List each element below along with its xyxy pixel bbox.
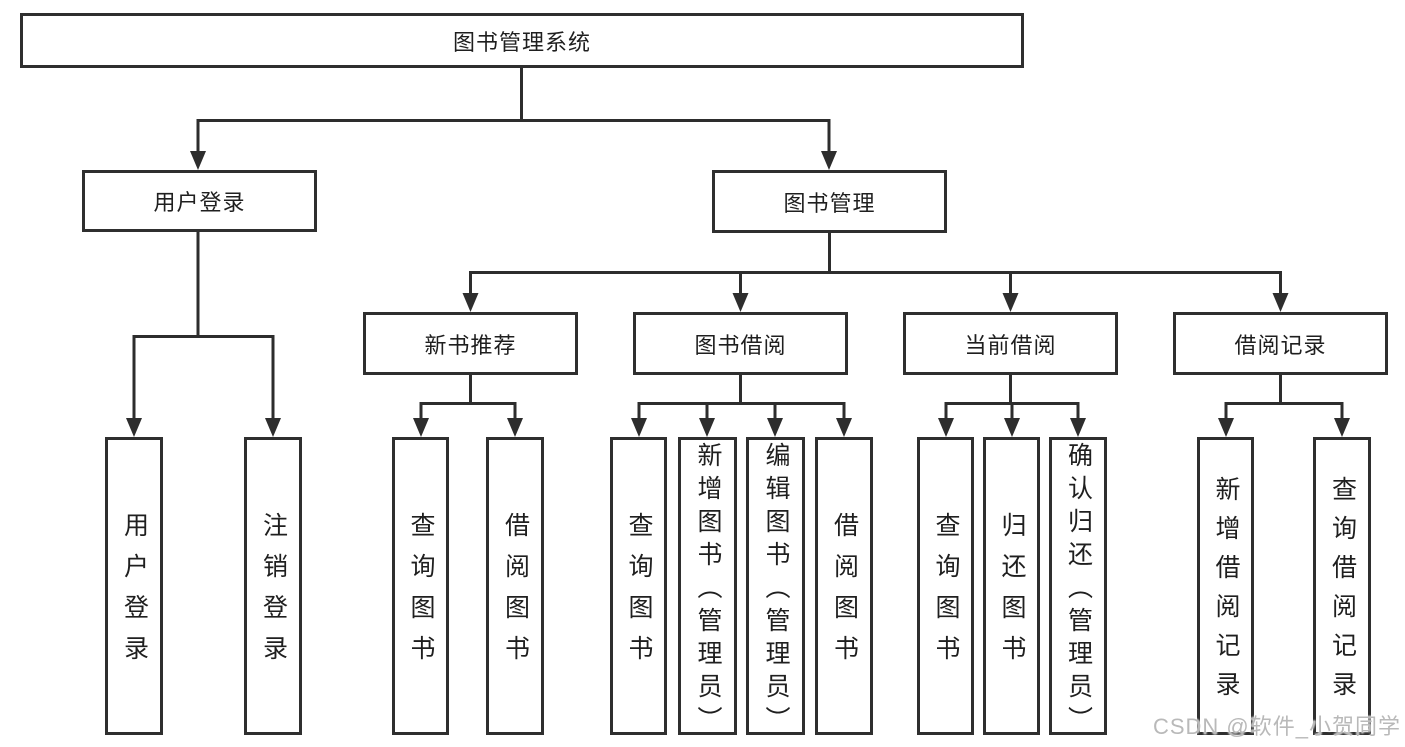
- leaf-user-login: 用户登录: [105, 437, 163, 735]
- node-user-login-label: 用户登录: [153, 190, 246, 215]
- leaf-logout: 注销登录: [244, 437, 302, 735]
- node-current-borrowing-label: 当前借阅: [964, 332, 1057, 358]
- leaf-borrow-books-borrowing: 借阅图书: [815, 437, 873, 735]
- node-book-management: 图书管理: [712, 170, 947, 233]
- leaf-edit-books-admin: 编辑图书（管理员）: [746, 437, 805, 739]
- leaf-return-books-label: 归还图书: [998, 512, 1026, 676]
- leaf-query-books-current-label: 查询图书: [932, 512, 960, 676]
- leaf-query-books-current: 查询图书: [917, 437, 974, 735]
- leaf-add-books-admin-label: 新增图书（管理员）: [694, 441, 722, 739]
- leaf-confirm-return-admin: 确认归还（管理员）: [1049, 437, 1107, 739]
- watermark: CSDN @软件_小贺同学: [1152, 714, 1401, 739]
- leaf-add-books-admin: 新增图书（管理员）: [678, 437, 737, 739]
- node-borrowing-records-label: 借阅记录: [1234, 332, 1327, 358]
- node-current-borrowing: 当前借阅: [903, 312, 1118, 375]
- leaf-return-books: 归还图书: [983, 437, 1040, 735]
- leaf-borrow-books-recommend: 借阅图书: [486, 437, 544, 735]
- leaf-add-borrow-record: 新增借阅记录: [1197, 437, 1254, 735]
- node-new-book-recommendation-label: 新书推荐: [424, 332, 517, 358]
- leaf-add-borrow-record-label: 新增借阅记录: [1212, 476, 1240, 710]
- leaf-query-borrow-record: 查询借阅记录: [1313, 437, 1371, 735]
- leaf-user-login-label: 用户登录: [120, 512, 149, 676]
- node-new-book-recommendation: 新书推荐: [363, 312, 578, 375]
- leaf-confirm-return-admin-label: 确认归还（管理员）: [1064, 441, 1093, 739]
- leaf-query-books-recommend-label: 查询图书: [407, 512, 435, 676]
- leaf-logout-label: 注销登录: [259, 512, 288, 676]
- leaf-query-books-borrowing: 查询图书: [610, 437, 667, 735]
- leaf-edit-books-admin-label: 编辑图书（管理员）: [762, 441, 790, 739]
- leaf-query-borrow-record-label: 查询借阅记录: [1328, 476, 1357, 710]
- node-book-borrowing: 图书借阅: [633, 312, 848, 375]
- node-library-management-system: 图书管理系统: [20, 13, 1024, 68]
- node-book-management-label: 图书管理: [783, 190, 876, 216]
- node-user-login: 用户登录: [82, 170, 317, 232]
- node-book-borrowing-label: 图书借阅: [694, 332, 787, 358]
- leaf-query-books-borrowing-label: 查询图书: [625, 512, 653, 676]
- leaf-borrow-books-borrowing-label: 借阅图书: [830, 512, 859, 676]
- leaf-query-books-recommend: 查询图书: [392, 437, 449, 735]
- node-library-management-system-label: 图书管理系统: [452, 29, 591, 55]
- leaf-borrow-books-recommend-label: 借阅图书: [501, 512, 530, 676]
- node-borrowing-records: 借阅记录: [1173, 312, 1388, 375]
